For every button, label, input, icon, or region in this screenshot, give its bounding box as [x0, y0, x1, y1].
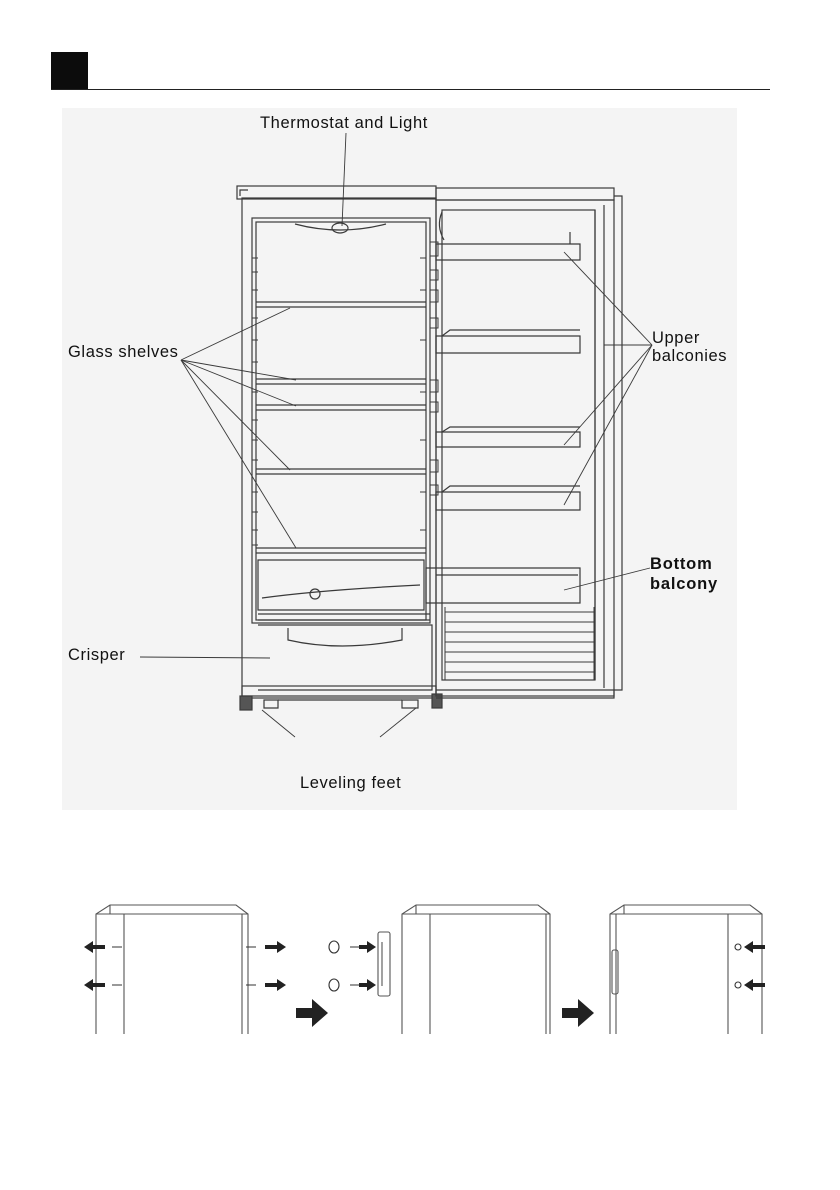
- screws-step-2: [329, 941, 364, 991]
- arrows-step-2: [359, 941, 376, 991]
- door-reversal-step-3: [610, 905, 762, 1034]
- screws-step-1: [112, 947, 256, 985]
- door-reversal-step-2: [378, 905, 550, 1034]
- step-arrow-2: [562, 999, 594, 1027]
- step-arrow-1: [296, 999, 328, 1027]
- door-reversal-step-1: [96, 905, 248, 1034]
- arrows-step-1: [84, 941, 286, 991]
- screws-step-3: [735, 944, 741, 988]
